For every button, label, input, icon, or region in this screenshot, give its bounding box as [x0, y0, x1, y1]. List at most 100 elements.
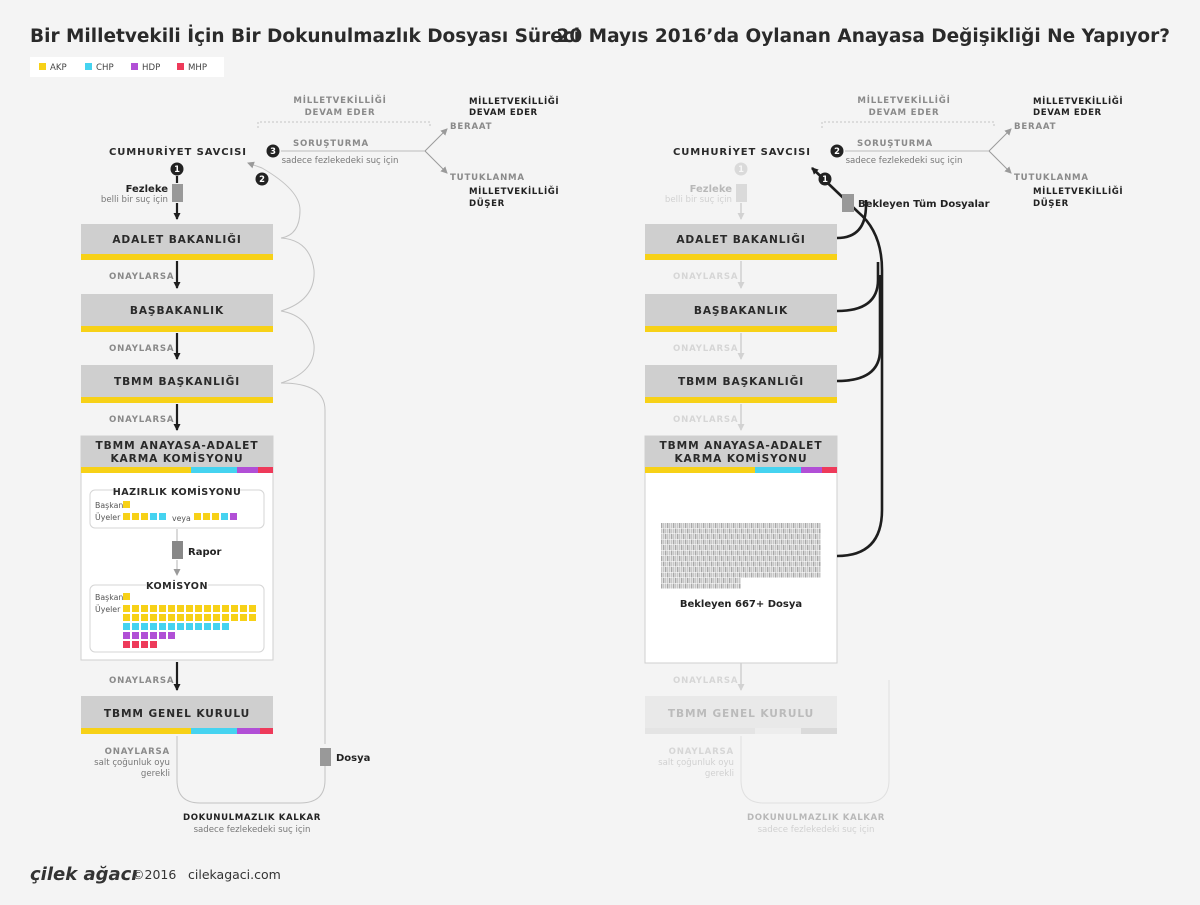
pending-file — [773, 528, 775, 534]
pending-file — [809, 572, 811, 578]
pending-file — [761, 567, 763, 572]
komisyon-header — [81, 436, 273, 467]
seat-akp — [159, 614, 166, 621]
pending-file — [687, 550, 689, 556]
r-bar-akp — [645, 467, 755, 473]
pending-file — [799, 572, 801, 578]
pending-file — [685, 523, 687, 528]
pending-file — [685, 528, 687, 534]
pending-file — [695, 539, 697, 545]
pending-file — [813, 528, 815, 534]
pending-file — [737, 578, 739, 583]
pending-file — [795, 545, 797, 550]
pending-file — [743, 523, 745, 528]
dashed-bracket — [257, 121, 431, 128]
pending-file — [667, 550, 669, 556]
pending-file — [751, 523, 753, 528]
pending-file — [743, 545, 745, 550]
pending-file — [741, 550, 743, 556]
pending-file — [715, 534, 717, 539]
pending-file — [691, 583, 693, 589]
pending-file — [757, 561, 759, 567]
pending-file — [719, 550, 721, 556]
pending-file — [819, 534, 821, 539]
pending-file — [773, 556, 775, 561]
pending-file — [791, 556, 793, 561]
pending-file — [783, 561, 785, 567]
pending-file — [723, 523, 725, 528]
pending-file — [687, 545, 689, 550]
pending-file — [783, 528, 785, 534]
pending-file — [735, 556, 737, 561]
pending-file — [723, 567, 725, 572]
pending-file — [731, 545, 733, 550]
pending-file — [663, 556, 665, 561]
pending-file — [813, 539, 815, 545]
pending-file — [811, 567, 813, 572]
pending-file — [781, 556, 783, 561]
gk-bar-akp — [81, 728, 191, 734]
r-faded-genel-kurul: TBMM GENEL KURULU ONAYLARSA salt çoğunlu… — [645, 696, 884, 835]
pending-file — [683, 528, 685, 534]
pending-file — [773, 550, 775, 556]
adalet-box — [81, 224, 273, 254]
pending-file — [763, 528, 765, 534]
pending-file — [689, 556, 691, 561]
pending-file — [661, 539, 663, 545]
fezleke-file-icon — [172, 184, 183, 202]
seat-akp — [150, 614, 157, 621]
pending-file — [695, 545, 697, 550]
pending-file — [751, 572, 753, 578]
onaylarsa-3: ONAYLARSA — [109, 415, 174, 425]
pending-file — [771, 556, 773, 561]
pending-file — [717, 578, 719, 583]
pending-file — [683, 561, 685, 567]
pending-file — [689, 523, 691, 528]
pending-file — [757, 534, 759, 539]
r-mv-duser-line1: MİLLETVEKİLLİĞİ — [1033, 185, 1123, 197]
pending-file — [711, 583, 713, 589]
pending-file — [763, 550, 765, 556]
onaylarsa-5: ONAYLARSA — [105, 747, 170, 757]
pending-file — [725, 578, 727, 583]
pending-file — [743, 572, 745, 578]
pending-file — [727, 534, 729, 539]
pending-file — [717, 550, 719, 556]
pending-file — [787, 523, 789, 528]
pending-file — [807, 534, 809, 539]
pending-file — [729, 528, 731, 534]
pending-file — [693, 567, 695, 572]
site-link[interactable]: cilekagaci.com — [188, 867, 281, 882]
pending-file — [707, 583, 709, 589]
pending-file — [671, 539, 673, 545]
pending-file — [717, 567, 719, 572]
pending-file — [733, 534, 735, 539]
pending-file — [775, 523, 777, 528]
pending-file — [749, 545, 751, 550]
pending-file — [703, 556, 705, 561]
pending-file — [751, 545, 753, 550]
pending-file — [687, 561, 689, 567]
pending-file — [771, 534, 773, 539]
pending-file — [819, 545, 821, 550]
pending-file — [691, 556, 693, 561]
pending-file — [679, 534, 681, 539]
pending-file — [807, 572, 809, 578]
pending-file — [693, 578, 695, 583]
pending-file — [717, 528, 719, 534]
pending-file — [725, 561, 727, 567]
pending-file — [787, 545, 789, 550]
pending-file — [745, 550, 747, 556]
pending-file — [663, 528, 665, 534]
pending-file — [807, 567, 809, 572]
pending-file — [807, 561, 809, 567]
pending-file — [697, 545, 699, 550]
pending-file — [723, 539, 725, 545]
komisyon-title-bg — [146, 580, 208, 590]
seat-mhp — [141, 641, 148, 648]
pending-file — [677, 528, 679, 534]
prosecutor-label: CUMHURİYET SAVCISI — [109, 144, 247, 158]
pending-file — [813, 545, 815, 550]
pending-file — [745, 523, 747, 528]
pending-file — [807, 556, 809, 561]
